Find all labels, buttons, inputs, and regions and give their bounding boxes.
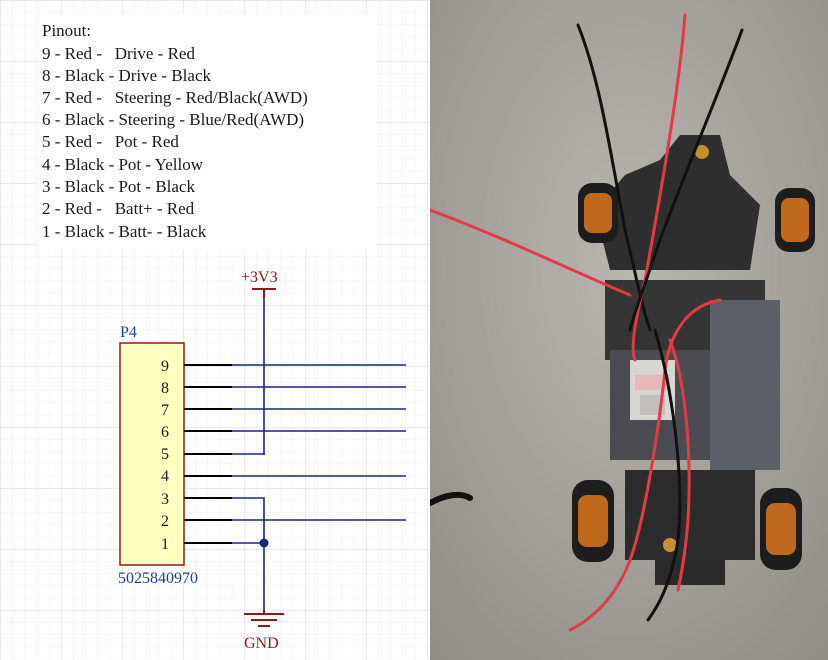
schematic-diagram: Pinout: 9 - Red - Drive - Red 8 - Black … (0, 0, 430, 660)
pin-number: 5 (161, 446, 169, 463)
pin-number: 6 (161, 424, 169, 441)
pinout-line: 7 - Red - Steering - Red/Black(AWD) (42, 88, 308, 107)
pin-number: 9 (161, 358, 169, 375)
ground-label: GND (244, 635, 279, 652)
pin-number: 8 (161, 380, 169, 397)
wires (430, 13, 744, 632)
pinout-line: 1 - Black - Batt- - Black (42, 222, 207, 241)
wheels (572, 183, 815, 570)
pinout-line: 2 - Red - Batt+ - Red (42, 199, 195, 218)
net-wires (232, 364, 406, 610)
pin-number: 3 (161, 491, 169, 508)
pinout-line: 5 - Red - Pot - Red (42, 132, 179, 151)
pinout-line: 6 - Black - Steering - Blue/Red(AWD) (42, 110, 304, 129)
junction-dot (259, 538, 269, 548)
pinout-line: 9 - Red - Drive - Red (42, 44, 195, 63)
rc-chassis-photo (430, 0, 828, 660)
ground-symbol (244, 610, 284, 627)
pinout-title: Pinout: (42, 21, 91, 40)
pinout-block: Pinout: 9 - Red - Drive - Red 8 - Black … (38, 14, 376, 250)
pin-number: 2 (161, 513, 169, 530)
connector-part-number: 5025840970 (118, 570, 198, 587)
connector-ref: P4 (120, 324, 137, 341)
pin-number: 1 (161, 536, 169, 553)
pin-stubs (184, 364, 232, 544)
power-label: +3V3 (241, 269, 278, 286)
pinout-line: 3 - Black - Pot - Black (42, 177, 195, 196)
pinout-line: 4 - Black - Pot - Yellow (42, 155, 204, 174)
pinout-line: 8 - Black - Drive - Black (42, 66, 211, 85)
connector-body (119, 342, 185, 566)
chassis (595, 135, 780, 585)
pin-number: 4 (161, 468, 169, 485)
pin-number: 7 (161, 402, 169, 419)
